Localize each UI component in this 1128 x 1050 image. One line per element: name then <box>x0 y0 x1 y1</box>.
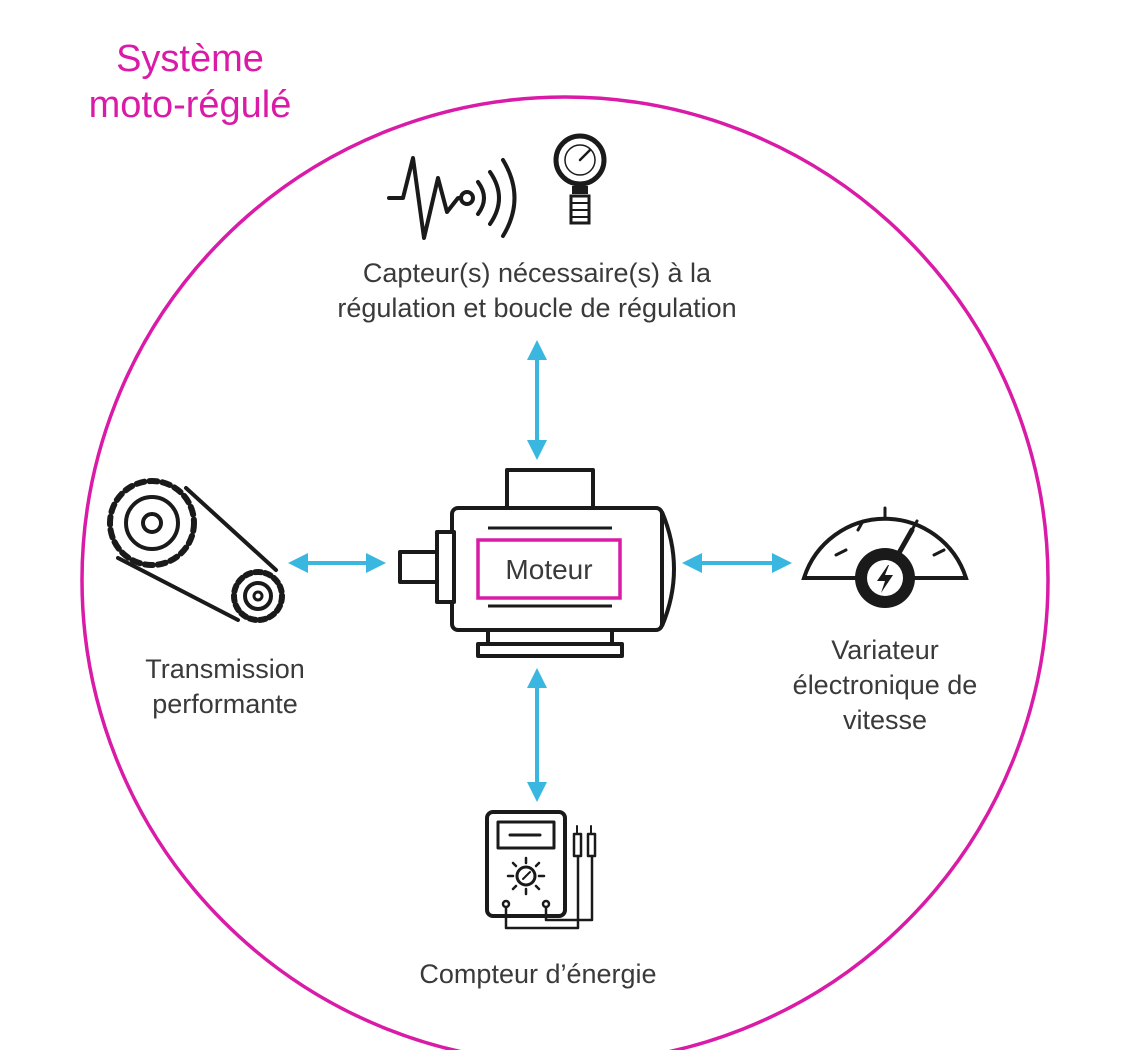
drive-label-line2: électronique de <box>792 670 978 700</box>
signal-wave-icon <box>387 156 517 240</box>
drive-label: Variateur électronique de vitesse <box>762 633 1008 738</box>
sensors-label-line2: régulation et boucle de régulation <box>337 293 737 323</box>
transmission-label-line1: Transmission <box>145 654 305 684</box>
connection-arrows <box>288 340 792 802</box>
motor-label: Moteur <box>505 554 593 585</box>
system-title-line2: moto-régulé <box>88 84 292 126</box>
drive-label-line1: Variateur <box>831 635 939 665</box>
multimeter-icon <box>485 810 597 930</box>
speed-dial-icon <box>801 506 969 608</box>
system-title: Système moto-régulé <box>60 36 320 128</box>
transmission-label: Transmission performante <box>120 652 330 722</box>
motor-highlight-box <box>476 538 622 600</box>
meter-label: Compteur d’énergie <box>368 957 708 992</box>
sensors-label-line1: Capteur(s) nécessaire(s) à la <box>362 258 712 288</box>
sensors-label: Capteur(s) nécessaire(s) à la régulation… <box>287 256 787 326</box>
belt-drive-icon <box>107 478 285 623</box>
transmission-label-line2: performante <box>152 689 298 719</box>
pressure-gauge-icon <box>553 133 607 225</box>
drive-label-line3: vitesse <box>842 705 928 735</box>
system-title-line1: Système <box>116 38 264 80</box>
meter-label-line1: Compteur d’énergie <box>419 959 657 989</box>
system-boundary-circle <box>80 95 1050 1050</box>
